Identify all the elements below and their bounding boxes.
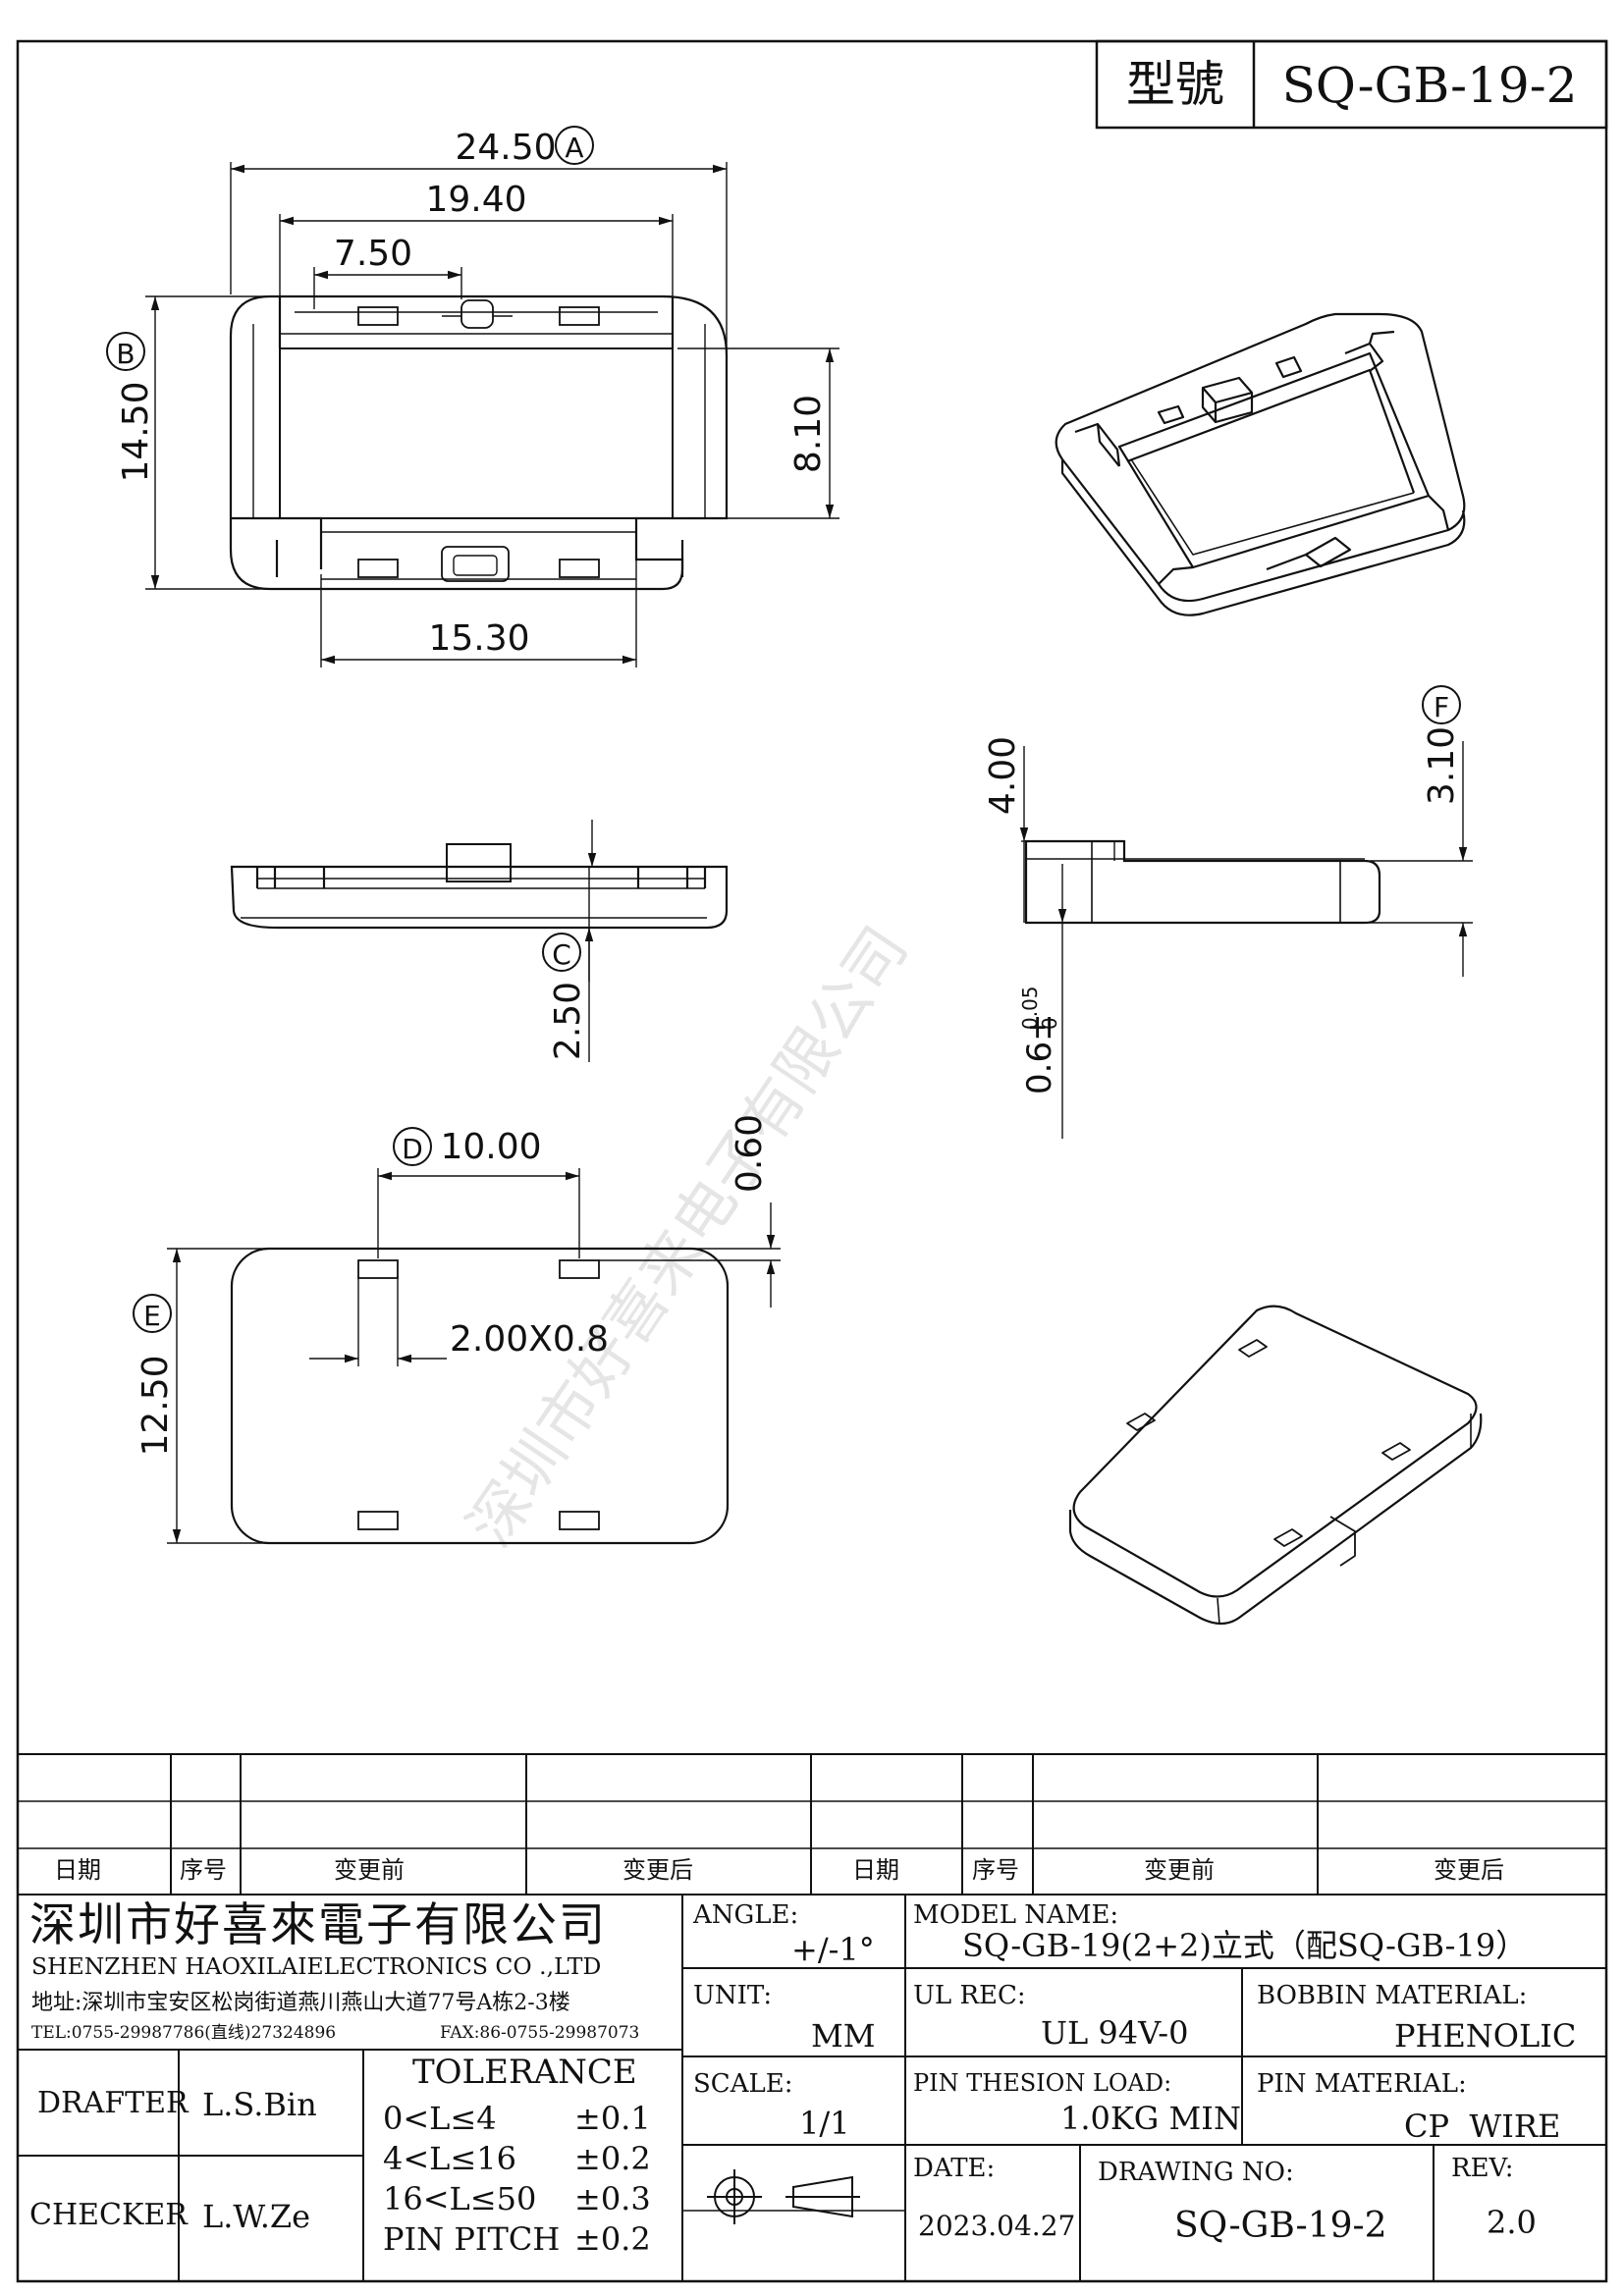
iso-cover-view xyxy=(1068,1305,1483,1626)
marker-a: A xyxy=(555,126,594,165)
side-view xyxy=(1024,839,1381,925)
svg-text:A: A xyxy=(565,132,583,164)
dim-2-50: 2.50 xyxy=(548,982,588,1060)
projection-symbol-icon xyxy=(707,2169,860,2224)
model-name-value: SQ-GB-19(2+2)立式（配SQ-GB-19） xyxy=(962,1927,1528,1964)
dim-19-40: 19.40 xyxy=(425,180,526,220)
bobbin-label: BOBBIN MATERIAL: xyxy=(1257,1981,1528,2010)
unit-label: UNIT: xyxy=(693,1981,773,2010)
tolerance-value-3: ±0.3 xyxy=(574,2180,651,2217)
pin-material-value: CP WIRE xyxy=(1404,2108,1561,2145)
rev-header-seq-2: 序号 xyxy=(972,1856,1019,1884)
tolerance-value-2: ±0.2 xyxy=(574,2140,651,2177)
model-number: SQ-GB-19-2 xyxy=(1282,57,1578,114)
ul-label: UL REC: xyxy=(913,1981,1026,2010)
company-name-cn: 深圳市好喜來電子有限公司 xyxy=(29,1898,607,1952)
title-block-grid xyxy=(18,1753,1606,2281)
dim-0-60: 0.60 xyxy=(730,1114,770,1193)
scale-value: 1/1 xyxy=(799,2105,850,2142)
pin-load-value: 1.0KG MIN xyxy=(1060,2100,1241,2137)
pin-load-label: PIN THESION LOAD: xyxy=(913,2069,1172,2097)
dim-4-00: 4.00 xyxy=(983,736,1023,815)
front-view-dimensions xyxy=(584,820,597,1062)
marker-b: B xyxy=(106,332,145,371)
scale-label: SCALE: xyxy=(693,2069,793,2099)
dim-7-50: 7.50 xyxy=(334,234,412,274)
rev-header-after-1: 变更后 xyxy=(623,1856,693,1884)
tolerance-value-4: ±0.2 xyxy=(574,2220,651,2258)
rev-header-after-2: 变更后 xyxy=(1434,1856,1504,1884)
date-value: 2023.04.27 xyxy=(918,2210,1076,2242)
bottom-view xyxy=(230,1247,730,1545)
sheet-border xyxy=(16,39,1608,2283)
company-address: 地址:深圳市宝安区松岗街道燕川燕山大道77号A栋2-3楼 xyxy=(31,1991,570,2015)
model-label: 型號 xyxy=(1126,56,1224,113)
dim-3-10: 3.10 xyxy=(1422,726,1462,805)
dim-slot: 2.00X0.8 xyxy=(450,1319,609,1360)
svg-text:B: B xyxy=(116,338,135,370)
front-view xyxy=(230,843,729,930)
marker-c: C xyxy=(542,933,581,972)
watermark: 深圳市好喜来电子有限公司 xyxy=(454,914,922,1560)
drafter-label: DRAFTER xyxy=(37,2086,189,2120)
drawing-no-value: SQ-GB-19-2 xyxy=(1174,2206,1387,2246)
ul-value: UL 94V-0 xyxy=(1041,2014,1189,2052)
svg-text:F: F xyxy=(1434,691,1449,723)
unit-value: MM xyxy=(811,2017,876,2055)
rev-header-seq-1: 序号 xyxy=(180,1856,227,1884)
pin-material-label: PIN MATERIAL: xyxy=(1257,2069,1467,2099)
tolerance-range-2: 4<L≤16 xyxy=(383,2140,516,2177)
model-number-box: 型號 SQ-GB-19-2 xyxy=(1095,39,1608,130)
drafter-name: L.S.Bin xyxy=(202,2086,317,2123)
iso-frame-view xyxy=(1055,312,1466,616)
company-fax: FAX:86-0755-29987073 xyxy=(440,2023,640,2043)
dim-10-00: 10.00 xyxy=(440,1127,541,1167)
side-view-dimensions xyxy=(1019,741,1473,1139)
tolerance-value-1: ±0.1 xyxy=(574,2100,651,2137)
rev-header-before-2: 变更前 xyxy=(1144,1856,1215,1884)
dim-15-30: 15.30 xyxy=(428,618,529,659)
bottom-view-dimensions xyxy=(167,1168,781,1544)
tolerance-range-1: 0<L≤4 xyxy=(383,2100,497,2137)
tolerance-title: TOLERANCE xyxy=(412,2053,637,2092)
rev-header-date-2: 日期 xyxy=(852,1856,899,1884)
top-view xyxy=(229,294,729,591)
tolerance-range-4: PIN PITCH xyxy=(383,2220,561,2258)
dim-12-50: 12.50 xyxy=(135,1355,176,1456)
rev-header-date-1: 日期 xyxy=(54,1856,101,1884)
model-name-label: MODEL NAME: xyxy=(913,1900,1119,1930)
marker-e: E xyxy=(133,1294,172,1333)
dim-24-50: 24.50 xyxy=(455,128,556,168)
marker-d: D xyxy=(393,1127,432,1166)
company-tel: TEL:0755-29987786(直线)27324896 xyxy=(31,2023,337,2043)
checker-name: L.W.Ze xyxy=(202,2198,311,2235)
angle-value: +/-1° xyxy=(791,1931,875,1968)
rev-header-before-1: 变更前 xyxy=(334,1856,405,1884)
dim-14-50: 14.50 xyxy=(116,381,156,482)
svg-text:C: C xyxy=(552,938,571,971)
checker-label: CHECKER xyxy=(29,2198,188,2232)
bobbin-value: PHENOLIC xyxy=(1394,2017,1577,2055)
rev-value: 2.0 xyxy=(1487,2204,1537,2241)
svg-text:0: 0 xyxy=(1038,1017,1061,1030)
angle-label: ANGLE: xyxy=(693,1900,799,1930)
svg-text:0.05: 0.05 xyxy=(1018,986,1042,1030)
tolerance-range-3: 16<L≤50 xyxy=(383,2180,537,2217)
rev-label: REV: xyxy=(1451,2154,1514,2183)
company-name-en: SHENZHEN HAOXILAIELECTRONICS CO .,LTD xyxy=(31,1952,602,1980)
drawing-no-label: DRAWING NO: xyxy=(1098,2158,1294,2187)
svg-text:E: E xyxy=(143,1300,161,1332)
svg-text:0.6±: 0.6± xyxy=(1020,1013,1059,1095)
marker-f: F xyxy=(1422,685,1461,724)
date-label: DATE: xyxy=(913,2154,996,2183)
top-view-dimensions xyxy=(145,162,839,667)
dim-8-10: 8.10 xyxy=(788,395,829,473)
dim-0-6: 0.6± 0.05 0 xyxy=(1018,986,1061,1095)
svg-text:D: D xyxy=(402,1133,423,1165)
